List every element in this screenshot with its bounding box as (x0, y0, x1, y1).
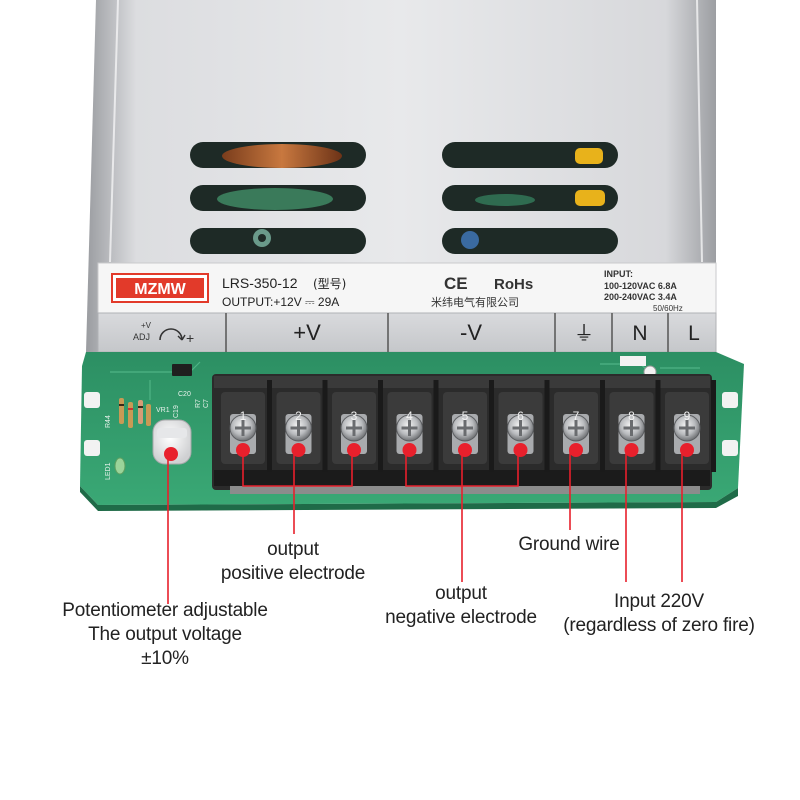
rohs-mark: RoHs (494, 276, 533, 293)
input-line-1: 100-120VAC 6.8A (604, 281, 677, 291)
terminal-3: 3 (332, 380, 383, 472)
terminal-marker-dot (458, 443, 472, 457)
pcb-led: LED1 (105, 462, 112, 480)
model-suffix: (型号) (313, 277, 346, 291)
adj-label: ADJ (133, 332, 150, 342)
output-spec: OUTPUT:+12V ⎓ 29A (222, 295, 339, 309)
positive-bracket (242, 450, 353, 487)
input-line-2-caption: (regardless of zero fire) (563, 615, 755, 636)
annotation-lines (167, 450, 683, 604)
negative-line-2: negative electrode (385, 607, 537, 628)
model-text: LRS-350-12 (222, 275, 298, 291)
ground-symbol-icon: ⏚ (574, 321, 594, 345)
positive-label: +V (293, 320, 321, 345)
terminal-marker-dot (680, 443, 694, 457)
terminal-number: 9 (684, 409, 691, 423)
input-line-1-caption: Input 220V (614, 591, 704, 612)
frequency-text: 50/60Hz (653, 304, 683, 313)
terminal-marker-dot (513, 443, 528, 457)
terminal-marker-dot (291, 443, 306, 457)
terminal-marker-dot (402, 443, 417, 457)
terminal-number: 8 (628, 409, 635, 423)
terminal-number: 6 (517, 409, 524, 423)
terminal-screws: 1 2 3 4 5 6 7 8 9 (221, 380, 716, 472)
terminal-marker-dot (236, 443, 250, 457)
input-title: INPUT: (604, 269, 633, 279)
terminal-label-row (97, 312, 717, 353)
terminal-number: 4 (406, 409, 413, 423)
negative-label: -V (460, 320, 482, 345)
rating-label (97, 262, 717, 314)
potentiometer-line-3: ±10% (141, 648, 189, 669)
potentiometer-dot (164, 447, 178, 461)
terminal-number: 7 (573, 409, 580, 423)
terminal-number: 2 (295, 409, 302, 423)
terminal-5: 5 (443, 380, 494, 472)
terminal-7: 7 (554, 380, 605, 472)
potentiometer-line-2: The output voltage (88, 624, 242, 645)
terminal-marker-dot (347, 443, 361, 457)
brand-text: MZMW (134, 281, 186, 298)
potentiometer-line-1: Potentiometer adjustable (62, 600, 268, 621)
terminal-marker-dot (624, 443, 639, 457)
positive-line-2: positive electrode (220, 563, 366, 584)
adjust-arrow-icon (159, 328, 183, 341)
input-caption: Input 220V (regardless of zero fire) (554, 590, 764, 638)
resistors (114, 398, 151, 475)
negative-line-1: output (435, 583, 487, 604)
terminal-6: 6 (498, 380, 550, 472)
terminal-4: 4 (387, 380, 439, 472)
positive-caption: output positive electrode (203, 538, 383, 586)
terminal-number: 1 (240, 409, 247, 423)
pcb-vr1: VR1 (156, 407, 170, 414)
terminal-number: 5 (462, 409, 469, 423)
ground-line-1: Ground wire (518, 534, 620, 555)
pcb-c19: C19 (173, 405, 180, 418)
terminal-9: 9 (665, 380, 716, 472)
pcb-r44: R44 (105, 415, 112, 428)
pcb-c7: C7 (203, 399, 210, 408)
terminal-2: 2 (276, 380, 328, 472)
terminal-marker-dot (569, 443, 583, 457)
pcb-c20: C20 (178, 391, 191, 398)
neutral-label: N (632, 322, 647, 345)
adj-plus: + (186, 330, 194, 346)
ce-mark: CE (444, 274, 468, 293)
potentiometer-caption: Potentiometer adjustable The output volt… (30, 599, 300, 671)
company-name: 米纬电气有限公司 (431, 295, 519, 309)
terminal-number: 3 (351, 409, 358, 423)
terminal-1: 1 (221, 380, 272, 472)
adj-plus-v: +V (141, 321, 152, 330)
terminal-8: 8 (609, 380, 661, 472)
annotation-dots (164, 443, 694, 461)
negative-caption: output negative electrode (366, 582, 556, 630)
input-line-2: 200-240VAC 3.4A (604, 292, 677, 302)
vent-slots-right (442, 142, 618, 254)
pcb-r7: R7 (195, 399, 202, 408)
potentiometer-knob (152, 419, 192, 465)
positive-line-1: output (267, 539, 319, 560)
vent-slots-left (190, 142, 366, 254)
line-label: L (688, 322, 700, 345)
led-indicator (114, 457, 126, 475)
ground-caption: Ground wire (496, 533, 642, 557)
